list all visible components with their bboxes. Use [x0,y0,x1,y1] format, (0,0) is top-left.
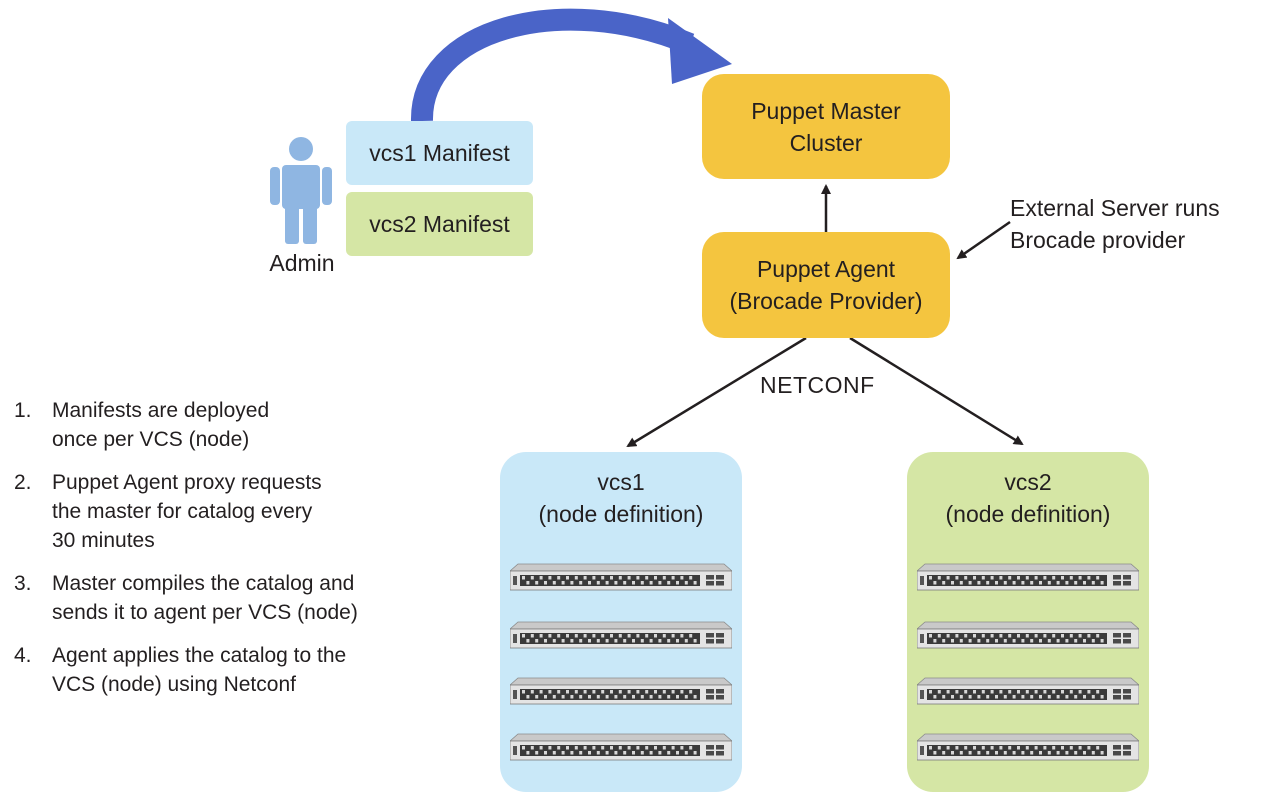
vcs2-node-subtitle: (node definition) [945,501,1111,527]
step-number: 1. [14,399,32,422]
puppet-master-cluster-box: Puppet Master Cluster [702,74,950,179]
puppet-agent-line1: Puppet Agent [756,256,896,282]
step-item: 2. Puppet Agent proxy requests the maste… [10,468,430,555]
vcs1-node-subtitle: (node definition) [538,501,704,527]
admin-person-icon [268,134,334,246]
network-switch-icon [508,732,734,762]
step-number: 4. [14,644,32,667]
external-server-line2: Brocade provider [1010,227,1186,253]
step-item: 3. Master compiles the catalog and sends… [10,569,430,627]
step-text: Manifests are deployed once per VCS (nod… [52,399,270,451]
network-switch-icon [915,562,1141,592]
netconf-arrow-vcs2 [849,336,1024,446]
external-server-pointer [956,220,1011,260]
step-number: 3. [14,572,32,595]
step-item: 4. Agent applies the catalog to the VCS … [10,641,430,699]
network-switch-icon [915,676,1141,706]
puppet-master-line2: Cluster [789,129,863,156]
vcs1-manifest: vcs1 Manifest [346,121,533,185]
network-switch-icon [508,676,734,706]
step-item: 1. Manifests are deployed once per VCS (… [10,396,430,454]
step-number: 2. [14,471,32,494]
vcs2-node-name: vcs2 [1004,469,1052,495]
external-server-line1: External Server runs [1010,195,1220,221]
admin-label: Admin [269,250,335,276]
puppet-master-line1: Puppet Master [751,97,901,124]
step-text: Agent applies the catalog to the VCS (no… [52,644,347,696]
external-server-note: External Server runs Brocade provider [1010,192,1220,256]
vcs1-node-name: vcs1 [597,469,645,495]
deploy-arrowhead [668,18,732,84]
network-switch-icon [915,620,1141,650]
vcs1-node-box: vcs1 (node definition) [500,452,742,792]
vcs2-node-box: vcs2 (node definition) [907,452,1149,792]
deploy-curved-arrow [410,8,695,122]
steps-list: 1. Manifests are deployed once per VCS (… [10,396,430,713]
network-switch-icon [508,620,734,650]
network-switch-icon [915,732,1141,762]
vcs2-manifest: vcs2 Manifest [346,192,533,256]
netconf-arrow-vcs1 [626,336,807,448]
puppet-agent-box: Puppet Agent (Brocade Provider) [702,232,950,338]
step-text: Puppet Agent proxy requests the master f… [52,471,322,552]
network-switch-icon [508,562,734,592]
puppet-agent-line2: (Brocade Provider) [729,288,923,314]
netconf-label: NETCONF [760,372,875,398]
step-text: Master compiles the catalog and sends it… [52,572,358,624]
